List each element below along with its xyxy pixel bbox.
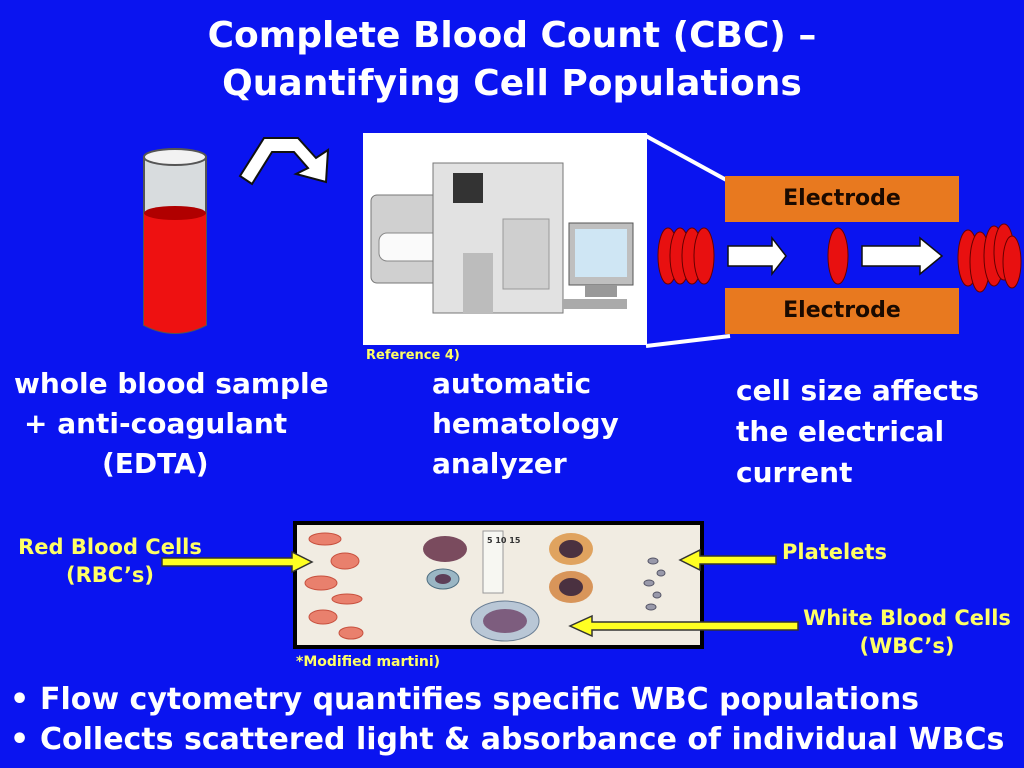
arrow-to-rbc-icon (161, 550, 314, 574)
analyzer-line-1: automatic (432, 367, 592, 400)
zoom-lines (645, 134, 731, 348)
cellsize-line-1: cell size affects (736, 374, 980, 407)
reference-note: Reference 4) (366, 348, 460, 363)
arrow-to-wbc-icon (568, 614, 799, 638)
electrode-top: Electrode (725, 176, 959, 222)
rbc-label: Red Blood Cells (RBC’s) (0, 533, 220, 589)
arrow-right-icon (727, 235, 787, 277)
analyzer-line-2: hematology (432, 407, 619, 440)
wbc-label-line-2: (WBC’s) (859, 634, 955, 658)
bullet-text-1: Flow cytometry quantifies specific WBC p… (40, 682, 920, 717)
bullet-item-2: • Collects scattered light & absorbance o… (10, 722, 1004, 757)
electrode-bottom: Electrode (725, 288, 959, 334)
bullet-text-2: Collects scattered light & absorbance of… (40, 722, 1005, 757)
analyzer-description: automatic hematology analyzer (432, 364, 619, 484)
red-cell-single (827, 227, 849, 285)
sample-line-1: whole blood sample (14, 367, 329, 400)
hematology-analyzer-photo (363, 133, 647, 345)
title-line-2: Quantifying Cell Populations (222, 63, 802, 104)
arrow-right-icon (861, 236, 944, 276)
wbc-label: White Blood Cells (WBC’s) (790, 604, 1024, 660)
sample-description: whole blood sample + anti-coagulant (EDT… (14, 364, 329, 484)
red-cell-group-left (657, 227, 715, 285)
cellsize-line-2: the electrical (736, 415, 945, 448)
electrical-impedance-diagram (657, 223, 1022, 293)
rbc-label-line-1: Red Blood Cells (18, 535, 202, 559)
bullet-dot-icon: • (10, 722, 30, 757)
cell-size-description: cell size affects the electrical current (736, 370, 979, 493)
curved-arrow-icon (238, 137, 330, 186)
title-line-1: Complete Blood Count (CBC) – (207, 15, 817, 56)
sample-line-3: (EDTA) (102, 447, 209, 480)
ruler-text: 5 10 15 (487, 536, 521, 545)
platelets-label: Platelets (782, 540, 888, 564)
arrow-to-platelets-icon (678, 548, 777, 572)
bullet-item-1: • Flow cytometry quantifies specific WBC … (10, 682, 919, 717)
red-cell-group-right (957, 223, 1022, 293)
bullet-dot-icon: • (10, 682, 30, 717)
sample-line-2: + anti-coagulant (24, 407, 288, 440)
wbc-label-line-1: White Blood Cells (803, 606, 1011, 630)
test-tube-icon (143, 148, 207, 334)
rbc-label-line-2: (RBC’s) (65, 563, 155, 587)
cellsize-line-3: current (736, 456, 853, 489)
image-credit: *Modified martini) (296, 654, 441, 670)
analyzer-line-3: analyzer (432, 447, 567, 480)
